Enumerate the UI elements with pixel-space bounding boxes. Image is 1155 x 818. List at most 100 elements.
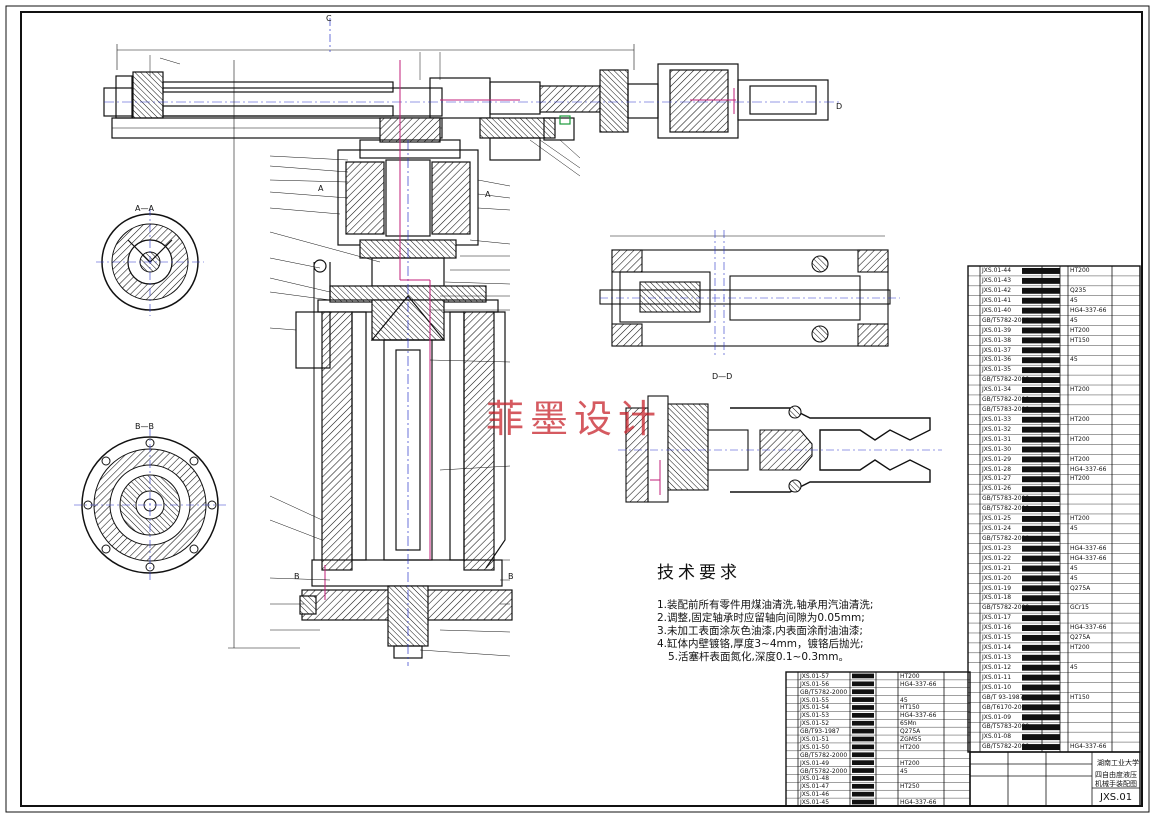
parts-row-name-redacted (1022, 615, 1060, 622)
section-a-a-view (96, 208, 204, 316)
section-b-b-view (74, 428, 226, 582)
parts-row-code: JXS.01-23 (982, 544, 1012, 552)
parts-list-rows (786, 267, 1140, 807)
label-c: C (326, 14, 332, 23)
parts-row-name-redacted (1022, 297, 1060, 304)
parts-row-name-redacted (1022, 476, 1060, 483)
parts-row-code: JXS.01-51 (800, 736, 830, 743)
parts-row-code: JXS.01-25 (982, 515, 1012, 523)
parts-row-code: JXS.01-57 (800, 672, 830, 680)
parts-row-name-redacted (852, 705, 874, 710)
parts-row-code: JXS.01-43 (982, 277, 1012, 285)
parts-row-name-redacted (1022, 545, 1060, 552)
parts-row-code: JXS.01-37 (982, 346, 1012, 354)
tech-requirement-3: 3.未加工表面涂灰色油漆,内表面涂耐油油漆; (657, 625, 863, 637)
parts-row-material: HT200 (1070, 415, 1090, 423)
label-d-d: D—D (712, 372, 733, 381)
parts-row-material: 45 (1070, 574, 1078, 582)
parts-row-name-redacted (1022, 357, 1060, 364)
parts-row-material: HT200 (900, 672, 920, 680)
parts-row-code: JXS.01-22 (982, 554, 1012, 562)
parts-row-code: GB/T6170-2000 (982, 703, 1030, 711)
column-assembly (228, 60, 513, 666)
parts-row-code: GB/T5783-2000 (982, 406, 1030, 414)
parts-row-code: JXS.01-53 (800, 712, 830, 720)
parts-row-material: HT200 (1070, 475, 1090, 483)
label-a-right: A (485, 190, 491, 199)
parts-row-name-redacted (1022, 267, 1060, 274)
parts-row-code: GB/T93-1987 (800, 728, 840, 736)
title-name-2: 机械手装配图 (1095, 780, 1137, 788)
parts-row-name-redacted (852, 776, 874, 781)
parts-row-code: GB/T5782-2000 (982, 505, 1030, 513)
tech-requirements-title: 技术要求 (657, 563, 741, 583)
parts-row-code: JXS.01-17 (982, 614, 1012, 622)
parts-row-material: 45 (1070, 316, 1078, 324)
parts-row-material: HG4-337-66 (1070, 554, 1107, 562)
parts-row-code: JXS.01-14 (982, 644, 1012, 652)
parts-row-code: JXS.01-40 (982, 306, 1012, 314)
parts-row-code: JXS.01-08 (982, 733, 1012, 741)
parts-row-code: GB/T5782-2000 (982, 534, 1030, 542)
parts-row-code: JXS.01-45 (800, 799, 830, 807)
parts-row-code: JXS.01-28 (982, 465, 1012, 473)
parts-row-code: JXS.01-20 (982, 574, 1012, 582)
parts-row-name-redacted (1022, 535, 1060, 542)
parts-row-code: JXS.01-29 (982, 455, 1012, 463)
parts-row-name-redacted (1022, 416, 1060, 423)
parts-row-name-redacted (852, 712, 874, 718)
parts-row-code: JXS.01-24 (982, 525, 1012, 533)
parts-row-name-redacted (1022, 466, 1060, 473)
parts-row-name-redacted (1022, 496, 1060, 503)
parts-row-name-redacted (1022, 506, 1060, 512)
parts-row-name-redacted (1022, 307, 1060, 314)
parts-row-name-redacted (1022, 644, 1060, 651)
parts-row-material: ZGM55 (900, 736, 922, 743)
parts-row-code: JXS.01-50 (800, 743, 830, 751)
parts-row-material: Q275A (900, 728, 921, 736)
parts-row-name-redacted (852, 768, 874, 773)
parts-row-code: JXS.01-26 (982, 485, 1012, 493)
parts-row-material: 45 (900, 696, 908, 704)
parts-row-code: JXS.01-18 (982, 594, 1012, 602)
detail-c-view (599, 230, 900, 356)
leader-lines (149, 52, 581, 657)
parts-row-material: GCr15 (1070, 604, 1089, 612)
parts-row-code: JXS.01-46 (800, 791, 830, 799)
parts-row-code: JXS.01-52 (800, 720, 830, 728)
parts-row-name-redacted (852, 752, 874, 758)
parts-row-name-redacted (1022, 634, 1060, 641)
parts-row-material: HG4-337-66 (1070, 544, 1107, 552)
label-a-left: A (318, 184, 324, 193)
parts-row-name-redacted (852, 720, 874, 726)
parts-row-material: 45 (1070, 296, 1078, 304)
parts-row-name-redacted (1022, 277, 1060, 284)
parts-row-code: JXS.01-49 (800, 759, 830, 767)
accent-lines (324, 60, 736, 600)
parts-row-code: JXS.01-19 (982, 584, 1012, 592)
parts-row-code: JXS.01-09 (982, 713, 1012, 721)
parts-row-material: HG4-337-66 (1070, 743, 1107, 751)
parts-row-name-redacted (1022, 724, 1060, 731)
parts-row-name-redacted (852, 791, 874, 797)
parts-row-name-redacted (1022, 744, 1060, 751)
parts-row-name-redacted (1022, 585, 1060, 592)
section-d-d-view (618, 395, 942, 503)
title-name-1: 四自由度液压 (1095, 771, 1137, 779)
parts-row-code: JXS.01-16 (982, 624, 1012, 632)
parts-row-code: GB/T5783-2000 (982, 495, 1030, 503)
parts-row-code: JXS.01-41 (982, 296, 1012, 304)
parts-row-code: GB/T5782-2000 (982, 316, 1030, 324)
parts-row-code: JXS.01-11 (982, 673, 1012, 681)
parts-row-name-redacted (1022, 555, 1060, 562)
parts-row-material: Q275A (1070, 584, 1091, 592)
parts-row-code: JXS.01-34 (982, 386, 1012, 394)
title-school: 湖南工业大学 (1097, 759, 1139, 767)
parts-row-code: JXS.01-54 (800, 704, 830, 712)
watermark-text: 菲墨设计 (486, 397, 663, 441)
parts-row-material: HG4-337-66 (1070, 306, 1107, 314)
parts-row-code: JXS.01-15 (982, 634, 1012, 642)
parts-row-material: 45 (900, 767, 908, 775)
parts-row-name-redacted (852, 736, 874, 742)
